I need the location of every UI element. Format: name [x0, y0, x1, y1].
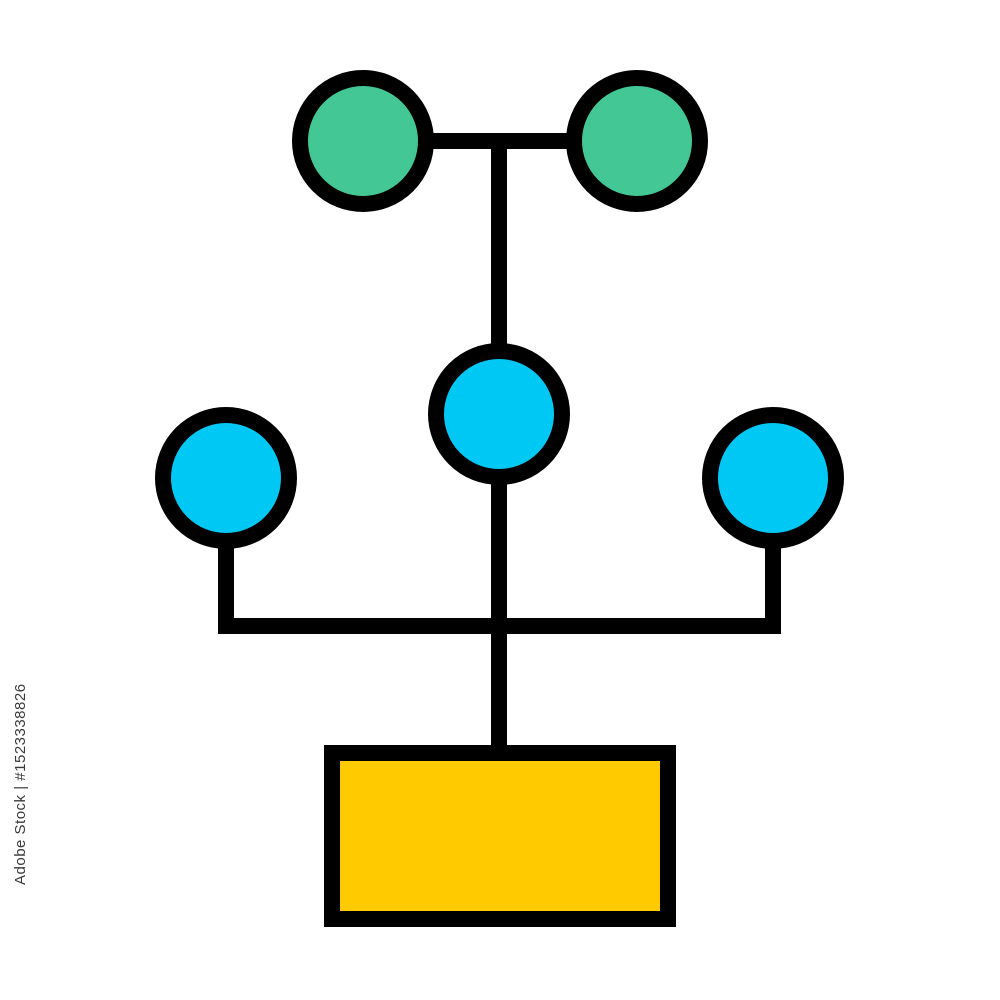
base-box: [324, 745, 676, 927]
branch-connector: [218, 545, 781, 634]
top-right-node: [566, 70, 708, 212]
right-node: [702, 407, 844, 549]
stock-id-watermark: Adobe Stock | #1523338826: [12, 683, 29, 885]
top-left-node: [292, 70, 434, 212]
left-node: [155, 407, 297, 549]
center-node: [428, 343, 570, 485]
